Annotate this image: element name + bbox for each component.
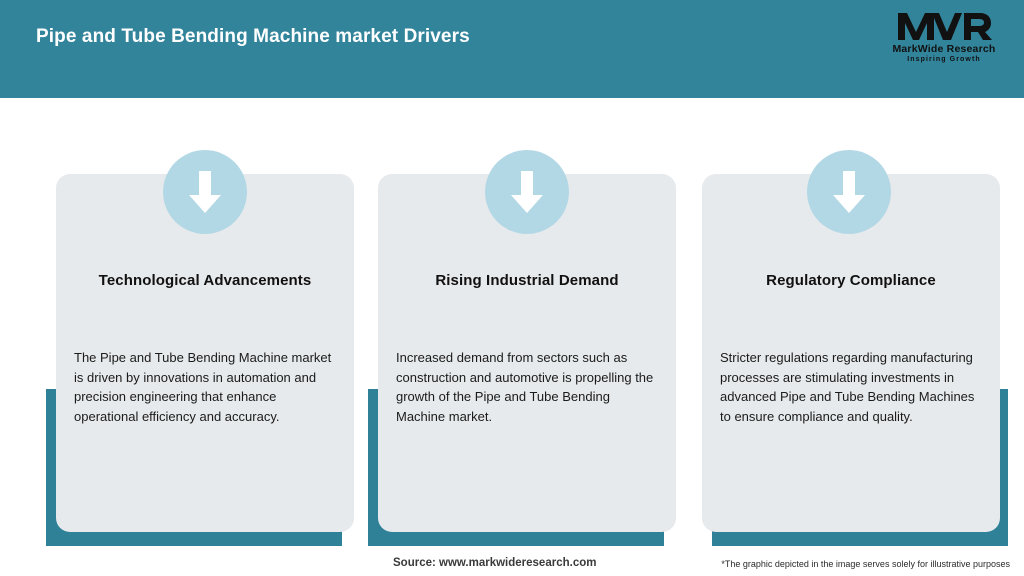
disclaimer-note: *The graphic depicted in the image serve… [721,559,1010,569]
logo-company-name: MarkWide Research [892,43,996,55]
source-label: Source: www.markwideresearch.com [393,557,597,569]
brand-logo: MarkWide Research Inspiring Growth [886,10,1002,72]
driver-card-3: Regulatory Compliance Stricter regulatio… [690,150,1008,546]
arrow-down-icon [163,150,247,234]
header-bar: Pipe and Tube Bending Machine market Dri… [0,0,1024,98]
arrow-down-glyph [511,171,543,213]
card-title: Technological Advancements [98,272,312,289]
arrow-down-glyph [189,171,221,213]
page-title: Pipe and Tube Bending Machine market Dri… [36,26,470,47]
logo-tagline: Inspiring Growth [907,56,981,63]
driver-card-2: Rising Industrial Demand Increased deman… [368,150,686,546]
card-title: Regulatory Compliance [766,272,936,289]
card-panel: Regulatory Compliance Stricter regulatio… [702,174,1000,532]
card-body-text: Increased demand from sectors such as co… [396,350,654,424]
card-body-text: The Pipe and Tube Bending Machine market… [74,350,332,424]
mwr-logo-icon [898,13,992,40]
arrow-down-icon [807,150,891,234]
arrow-down-glyph [833,171,865,213]
driver-card-1: Technological Advancements The Pipe and … [46,150,364,546]
card-body-text: Stricter regulations regarding manufactu… [720,350,975,424]
card-title: Rising Industrial Demand [435,272,619,289]
arrow-down-icon [485,150,569,234]
